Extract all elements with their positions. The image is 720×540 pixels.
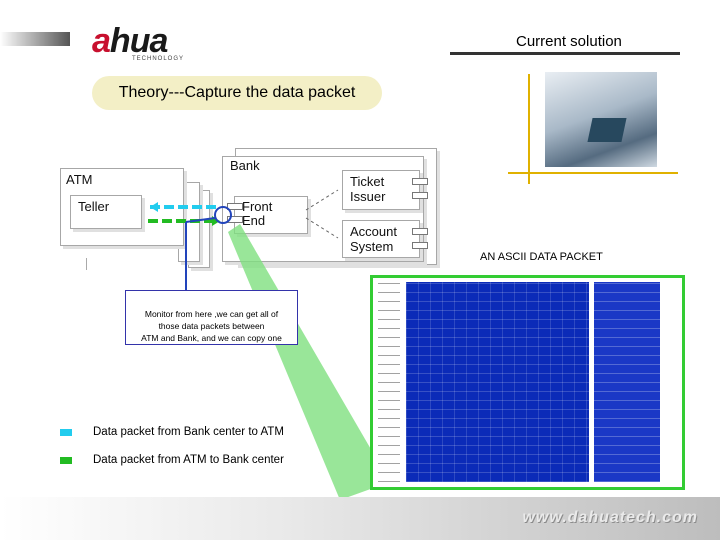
packet-offset-column bbox=[378, 282, 400, 482]
packet-ascii-dump bbox=[594, 282, 660, 482]
monitor-callout-text: ATM and Bank, and we can copy one bbox=[126, 332, 297, 344]
footer-url: www.dahuatech.com bbox=[522, 509, 698, 527]
legend-cyan-swatch bbox=[60, 429, 72, 436]
monitor-point bbox=[215, 207, 231, 223]
monitor-callout: Monitor from here ,we can get all of tho… bbox=[125, 290, 298, 345]
packet-hex-dump bbox=[406, 282, 589, 482]
legend-atm-to-bank: Data packet from ATM to Bank center bbox=[93, 454, 284, 466]
legend-green-swatch bbox=[60, 457, 72, 464]
monitor-callout-text: Monitor from here ,we can get all of bbox=[126, 308, 297, 320]
legend-bank-to-atm: Data packet from Bank center to ATM bbox=[93, 426, 284, 438]
monitor-callout-text: those data packets between bbox=[126, 320, 297, 332]
ascii-packet-title: AN ASCII DATA PACKET bbox=[480, 251, 603, 263]
front-to-ticket-link bbox=[306, 190, 338, 210]
bank-to-atm-arrowhead bbox=[150, 202, 158, 212]
front-to-account-link bbox=[306, 218, 338, 238]
